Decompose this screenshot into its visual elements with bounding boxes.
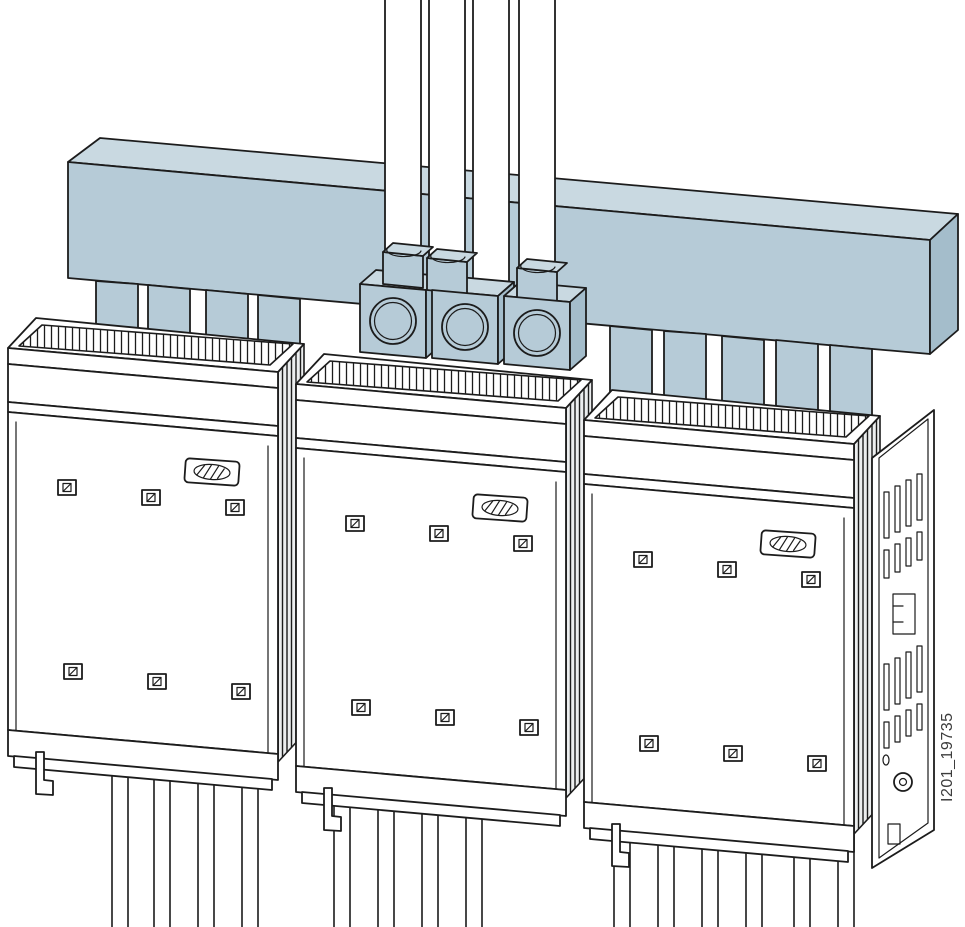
cable-clamp <box>382 251 424 289</box>
incoming-supply-cables <box>384 0 556 290</box>
cable <box>385 0 421 268</box>
lug-terminal-opening <box>513 309 561 357</box>
fixing-hole <box>882 754 890 766</box>
lug-terminal-opening <box>369 297 417 345</box>
end-cover-panel <box>871 409 935 869</box>
panel-foot <box>887 823 901 845</box>
conductor-lines <box>111 690 259 927</box>
fuse-switch-unit-2 <box>296 354 592 831</box>
cable-lug-3 <box>503 258 587 371</box>
cable-clamp <box>426 257 468 295</box>
cable-lug-1 <box>359 242 443 359</box>
knob <box>893 772 913 792</box>
cable-terminal-lugs <box>359 242 587 371</box>
lug-terminal-opening <box>441 303 489 351</box>
mounting-bracket <box>892 593 916 635</box>
cable <box>429 0 465 274</box>
cable <box>473 0 509 290</box>
vent-slots-lower <box>883 645 923 749</box>
cable <box>519 0 555 286</box>
vent-slots-upper <box>883 473 923 579</box>
fuse-switch-unit-3 <box>584 390 880 867</box>
cable-lug-2 <box>426 248 515 365</box>
fuse-switch-unit-1 <box>8 318 304 795</box>
figure-label: I201_19735 <box>939 712 956 802</box>
busbar-end-face <box>929 213 959 355</box>
